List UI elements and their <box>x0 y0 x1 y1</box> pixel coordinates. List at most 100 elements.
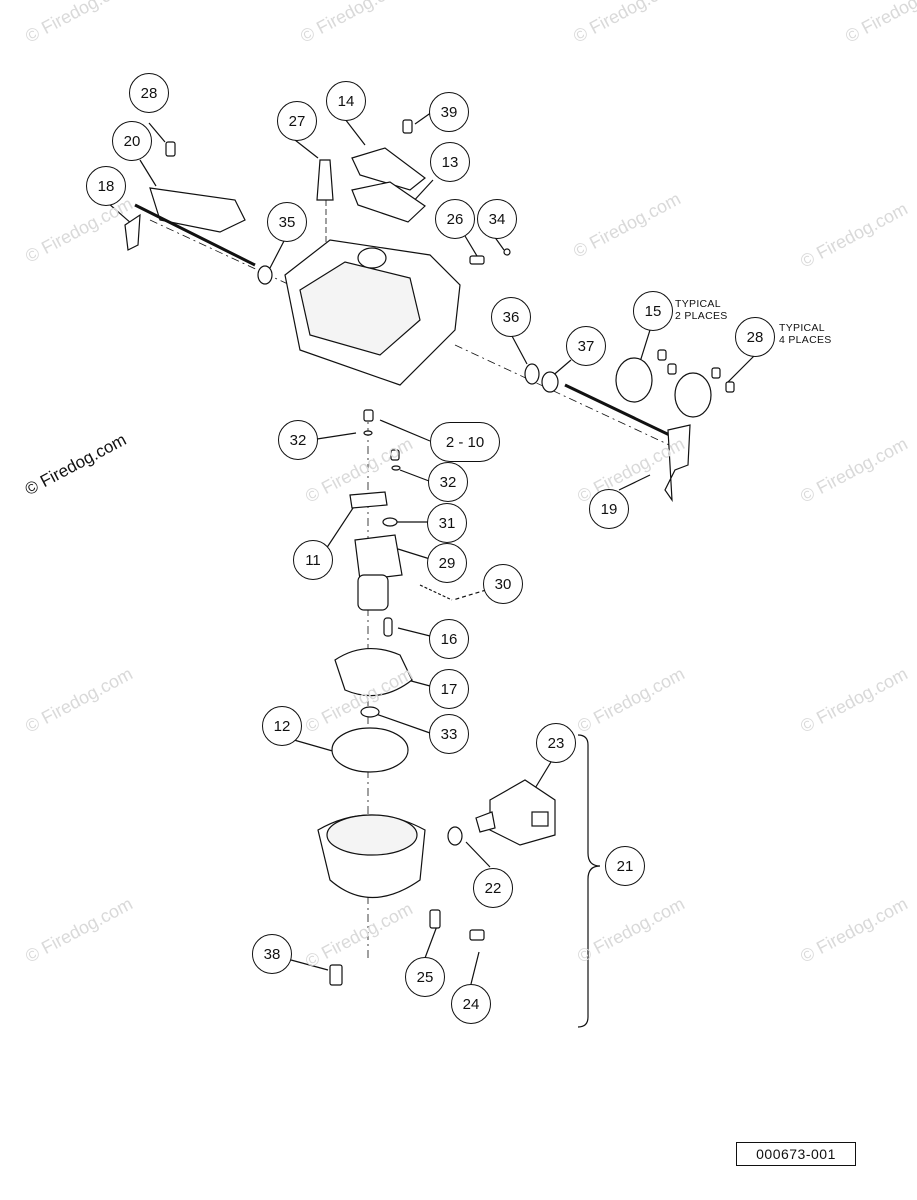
callout-27: 27 <box>277 101 317 141</box>
part-13-cover <box>351 181 426 223</box>
leader-32a <box>316 432 357 440</box>
leader-19 <box>618 474 651 491</box>
part-28-screw-c <box>725 381 735 393</box>
part-29-housing <box>354 534 403 581</box>
leader-16 <box>397 627 431 637</box>
leader-20 <box>139 159 157 187</box>
part-15-plate-a <box>615 357 653 403</box>
callout-13: 13 <box>430 142 470 182</box>
callout-18: 18 <box>86 166 126 206</box>
leader-14 <box>344 118 366 146</box>
callout-39: 39 <box>429 92 469 132</box>
callout-38: 38 <box>252 934 292 974</box>
part-26-screw <box>469 255 485 265</box>
part-19-shaft <box>564 383 681 442</box>
part-32-washer-b <box>391 465 401 471</box>
callout-20: 20 <box>112 121 152 161</box>
leader-23 <box>533 761 552 791</box>
leader-24 <box>470 951 480 985</box>
callout-24: 24 <box>451 984 491 1024</box>
callout-28-right: 28 <box>735 317 775 357</box>
part-body-port <box>357 247 387 269</box>
callout-31: 31 <box>427 503 467 543</box>
part-2-10-screw <box>363 409 374 422</box>
callout-29: 29 <box>427 543 467 583</box>
part-36-seal <box>524 363 540 385</box>
callout-19: 19 <box>589 489 629 529</box>
bracket-21 <box>577 734 601 1028</box>
part-bowl-rim <box>326 814 418 856</box>
leader-27 <box>294 139 319 159</box>
leader-12 <box>293 739 337 753</box>
part-39-screw <box>402 119 413 134</box>
part-25-spring <box>429 909 441 929</box>
part-body-bore <box>299 261 421 356</box>
leader-2-10 <box>379 419 431 442</box>
callout-16: 16 <box>429 619 469 659</box>
part-15-plate-b <box>674 372 712 418</box>
part-18-shaft <box>134 203 256 267</box>
part-38-drain <box>329 964 343 986</box>
leader-22 <box>465 841 491 868</box>
part-12-gasket <box>331 727 409 773</box>
part-28-screw-d <box>667 363 677 375</box>
callout-25: 25 <box>405 957 445 997</box>
leader-35 <box>269 240 285 269</box>
leader-36 <box>511 335 528 365</box>
leader-28b <box>727 355 755 383</box>
part-28-screw <box>165 141 176 157</box>
part-28-screw-a <box>657 349 667 361</box>
leader-38 <box>290 959 329 971</box>
callout-12: 12 <box>262 706 302 746</box>
part-34-ball <box>503 248 511 256</box>
callout-35: 35 <box>267 202 307 242</box>
note-typical-4-places: TYPICAL 4 PLACES <box>779 322 832 346</box>
leader-11 <box>325 504 356 550</box>
part-20-plate <box>149 187 246 233</box>
callout-11: 11 <box>293 540 333 580</box>
part-32-washer-a <box>363 430 373 436</box>
part-14-gasket <box>351 147 426 191</box>
callout-32-right: 32 <box>428 462 468 502</box>
part-37-seal <box>541 371 559 393</box>
part-30-pin <box>419 584 453 601</box>
part-23-plug <box>531 811 549 827</box>
part-19-lever <box>664 424 691 503</box>
callout-30: 30 <box>483 564 523 604</box>
leader-18 <box>107 202 133 225</box>
part-18-lever <box>124 213 141 251</box>
part-31-oring <box>382 517 398 527</box>
callout-28-top: 28 <box>129 73 169 113</box>
callout-21: 21 <box>605 846 645 886</box>
callout-36: 36 <box>491 297 531 337</box>
document-number: 000673-001 <box>736 1142 856 1166</box>
callout-32-left: 32 <box>278 420 318 460</box>
callout-33: 33 <box>429 714 469 754</box>
callout-26: 26 <box>435 199 475 239</box>
part-27-needle <box>316 159 334 201</box>
leader-30 <box>452 589 487 601</box>
part-11-bracket <box>349 491 388 509</box>
part-22-oring <box>447 826 463 846</box>
leader-28a <box>148 122 166 143</box>
callout-37: 37 <box>566 326 606 366</box>
callout-15: 15 <box>633 291 673 331</box>
callout-17: 17 <box>429 669 469 709</box>
part-28-screw-b <box>711 367 721 379</box>
callout-2-10: 2 - 10 <box>430 422 500 462</box>
part-30-cylinder <box>357 574 389 611</box>
callout-22: 22 <box>473 868 513 908</box>
part-2-10-screw-b <box>390 449 400 461</box>
centerline-shaft <box>454 344 681 451</box>
leader-15 <box>639 329 651 363</box>
leader-32b <box>399 469 430 482</box>
callout-23: 23 <box>536 723 576 763</box>
callout-14: 14 <box>326 81 366 121</box>
part-17-float <box>334 647 413 697</box>
leader-26 <box>464 235 478 257</box>
part-23-solenoid <box>489 779 556 846</box>
note-typical-2-places: TYPICAL 2 PLACES <box>675 298 728 322</box>
part-23-stem <box>475 811 496 833</box>
leader-29 <box>397 548 431 560</box>
